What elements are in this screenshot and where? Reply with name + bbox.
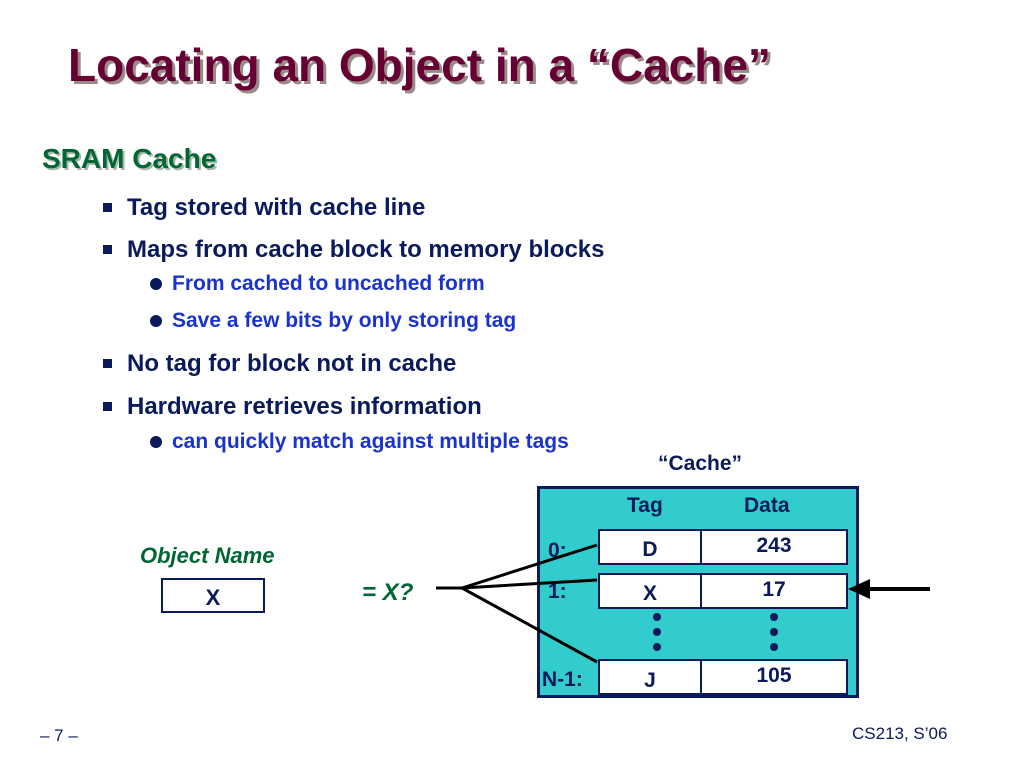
sub-bullet-item: From cached to uncached form <box>150 272 485 296</box>
tag-value: X <box>642 582 657 605</box>
round-bullet-icon <box>150 436 162 448</box>
pointer-arrow-icon <box>848 579 870 599</box>
cache-label: “Cache” <box>658 452 743 475</box>
tag-cell: X <box>598 573 702 609</box>
tag-column-header: Tag <box>627 494 663 517</box>
tag-cell: D <box>598 529 702 565</box>
tag-value: D <box>642 538 658 561</box>
section-heading: SRAM Cache <box>42 143 217 174</box>
sub-bullet-text: can quickly match against multiple tags <box>172 430 569 453</box>
cache-block: Tag Data 0: D 243 1: X 17 N-1: J 105 <box>537 486 859 698</box>
course-label: CS213, S’06 <box>852 724 948 743</box>
object-name-box: X <box>161 578 265 613</box>
square-bullet-icon <box>103 203 112 212</box>
sub-bullet-text: Save a few bits by only storing tag <box>172 309 517 332</box>
round-bullet-icon <box>150 278 162 290</box>
slide-title: Locating an Object in a “Cache” <box>68 39 771 91</box>
ellipsis-dot <box>770 613 778 621</box>
square-bullet-icon <box>103 402 112 411</box>
bullet-text: Hardware retrieves information <box>127 393 482 420</box>
bullet-item: Maps from cache block to memory blocks <box>103 236 605 264</box>
bullet-item: No tag for block not in cache <box>103 350 457 378</box>
ellipsis-dot <box>770 643 778 651</box>
data-cell: 17 <box>700 573 848 609</box>
bullet-item: Tag stored with cache line <box>103 194 426 222</box>
square-bullet-icon <box>103 245 112 254</box>
data-cell: 105 <box>700 659 848 695</box>
compare-line-row-n <box>461 586 598 664</box>
sub-bullet-item: can quickly match against multiple tags <box>150 430 569 454</box>
object-value: X <box>205 585 221 610</box>
ellipsis-dot <box>770 628 778 636</box>
square-bullet-icon <box>103 359 112 368</box>
data-cell: 243 <box>700 529 848 565</box>
sub-bullet-text: From cached to uncached form <box>172 272 485 295</box>
object-name-label: Object Name <box>140 543 275 568</box>
tag-cell: J <box>598 659 702 695</box>
compare-line-row-1 <box>461 578 598 590</box>
page-number: – 7 – <box>40 726 78 745</box>
bullet-item: Hardware retrieves information <box>103 393 482 421</box>
ellipsis-dot <box>653 643 661 651</box>
bullet-text: Tag stored with cache line <box>127 194 426 221</box>
ellipsis-dot <box>653 628 661 636</box>
row-index: N-1: <box>542 668 583 691</box>
sub-bullet-item: Save a few bits by only storing tag <box>150 309 517 333</box>
bullet-text: No tag for block not in cache <box>127 350 457 377</box>
data-value: 243 <box>756 534 792 557</box>
data-value: 105 <box>756 664 792 687</box>
row-index: 1: <box>548 580 567 603</box>
data-value: 17 <box>762 578 786 601</box>
ellipsis-dot <box>653 613 661 621</box>
compare-label: = X? <box>362 579 414 606</box>
tag-value: J <box>644 669 656 692</box>
compare-line-row-0 <box>461 543 598 590</box>
round-bullet-icon <box>150 315 162 327</box>
data-column-header: Data <box>744 494 790 517</box>
bullet-text: Maps from cache block to memory blocks <box>127 236 605 263</box>
